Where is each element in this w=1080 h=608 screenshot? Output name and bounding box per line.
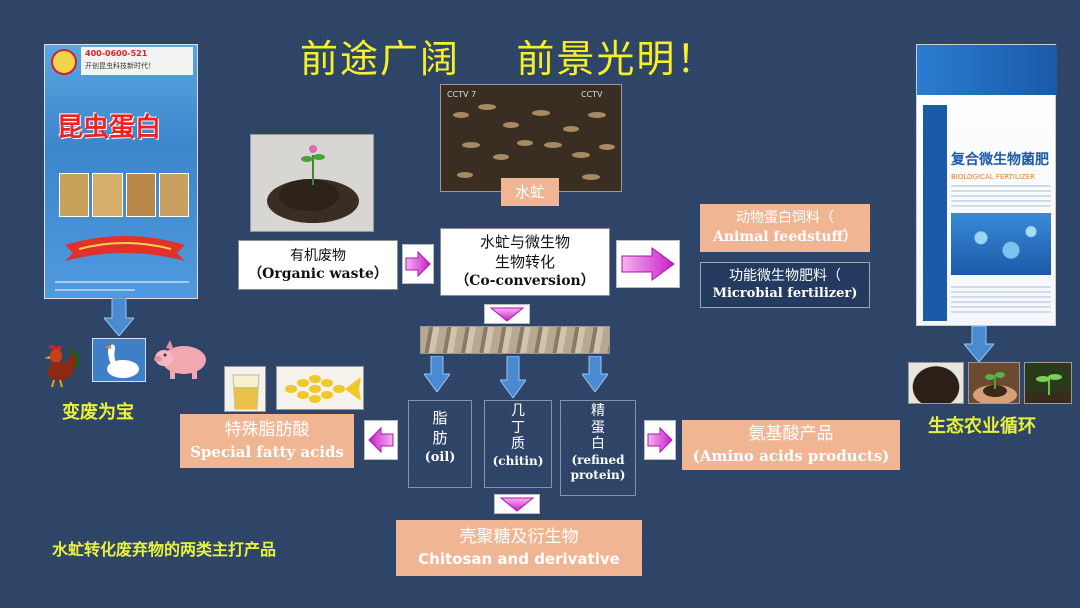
chitosan-en: Chitosan and derivative: [418, 550, 620, 569]
conversion-cn1: 水虻与微生物: [479, 233, 570, 252]
arrow-down-icon: [424, 356, 450, 392]
arrow-down-icon: [582, 356, 608, 392]
arrow-down-icon: [104, 298, 134, 336]
chitosan-box: 壳聚糖及衍生物 Chitosan and derivative: [396, 520, 642, 576]
fertilizer-brand: 复合微生物菌肥: [951, 152, 1049, 168]
package-brand: 昆虫蛋白: [57, 113, 162, 143]
package-logo: [51, 49, 77, 75]
bottom-note: 水虻转化废弃物的两类主打产品: [52, 540, 277, 559]
oil-box: 脂 肪 (oil): [408, 400, 472, 488]
animal-feed-cn: 动物蛋白饲料（: [736, 210, 834, 227]
animal-feed-en: Animal feedstuff）: [712, 229, 858, 245]
arrow-right-icon: [402, 244, 434, 284]
arrow-down-icon: [500, 356, 526, 398]
rooster-icon: [44, 345, 80, 388]
larvae-video-frame: CCTV 7 CCTV: [440, 84, 622, 192]
conversion-cn2: 生物转化: [494, 252, 555, 271]
svg-text:CCTV: CCTV: [581, 90, 603, 99]
larvae-strip-photo: [420, 326, 610, 354]
package-insect-images: [59, 173, 189, 217]
arrow-down-icon: [964, 326, 994, 362]
insect-protein-package: 400-0600-521 开创昆虫科技新时代！ 昆虫蛋白: [44, 44, 198, 299]
microbial-fert-en: Microbial fertilizer): [712, 285, 858, 301]
goose-icon: [92, 338, 146, 382]
chitin-en: (chitin): [492, 453, 544, 468]
protein-en: (refined protein): [570, 452, 626, 483]
oil-cn: 脂 肪: [432, 409, 448, 447]
fatty-acids-cn: 特殊脂肪酸: [224, 420, 310, 441]
soil-photo: [908, 362, 964, 404]
animal-feed-box: 动物蛋白饲料（ Animal feedstuff）: [700, 204, 870, 252]
arrow-left-icon: [364, 420, 398, 460]
package-top-band: [81, 47, 193, 75]
fish-shaped-capsules-photo: [276, 366, 364, 410]
package-slogan: 开创昆虫科技新时代！: [85, 62, 155, 70]
microbial-fert-cn: 功能微生物肥料（: [729, 268, 841, 285]
arrow-down-icon: [484, 304, 530, 324]
protein-cn: 精 蛋 白: [591, 403, 605, 453]
co-conversion-box: 水虻与微生物 生物转化 （Co-conversion）: [440, 228, 610, 296]
fertilizer-brand-en: BIOLOGICAL FERTILIZER: [951, 173, 1036, 181]
arrow-right-icon: [616, 240, 680, 288]
protein-box: 精 蛋 白 (refined protein): [560, 400, 636, 496]
hands-seedling-photo: [968, 362, 1020, 404]
oil-glass-photo: [224, 366, 266, 412]
chitin-cn: 几 丁 质: [511, 403, 525, 453]
package-phone: 400-0600-521: [85, 49, 148, 58]
microbial-fertilizer-box: 功能微生物肥料（ Microbial fertilizer): [700, 262, 870, 308]
video-label: 水虻: [501, 178, 559, 206]
fertilizer-granules-image: [951, 213, 1051, 275]
organic-waste-photo: [250, 134, 374, 232]
left-caption: 变废为宝: [62, 402, 134, 423]
sprout-photo: [1024, 362, 1072, 404]
fertilizer-package: 复合微生物菌肥 BIOLOGICAL FERTILIZER: [916, 44, 1057, 326]
right-caption: 生态农业循环: [928, 416, 1036, 437]
page-title: 前途广阔 前景光明！: [300, 37, 717, 81]
amino-acids-en: (Amino acids products): [692, 447, 890, 466]
organic-waste-box: 有机废物 （Organic waste）: [238, 240, 398, 290]
chitosan-cn: 壳聚糖及衍生物: [459, 527, 579, 548]
organic-waste-en: （Organic waste）: [248, 266, 388, 282]
arrow-down-icon: [494, 494, 540, 514]
chitin-box: 几 丁 质 (chitin): [484, 400, 552, 488]
amino-acids-cn: 氨基酸产品: [748, 424, 834, 445]
package-ribbon: [65, 236, 185, 261]
svg-text:CCTV 7: CCTV 7: [447, 90, 476, 99]
arrow-right-icon: [644, 420, 676, 460]
fatty-acids-en: Special fatty acids: [190, 443, 344, 462]
conversion-en: （Co-conversion）: [455, 273, 595, 290]
oil-en: (oil): [424, 450, 456, 465]
amino-acids-box: 氨基酸产品 (Amino acids products): [682, 420, 900, 470]
pig-icon: [154, 340, 206, 379]
fatty-acids-box: 特殊脂肪酸 Special fatty acids: [180, 414, 354, 468]
organic-waste-cn: 有机废物: [290, 247, 346, 264]
